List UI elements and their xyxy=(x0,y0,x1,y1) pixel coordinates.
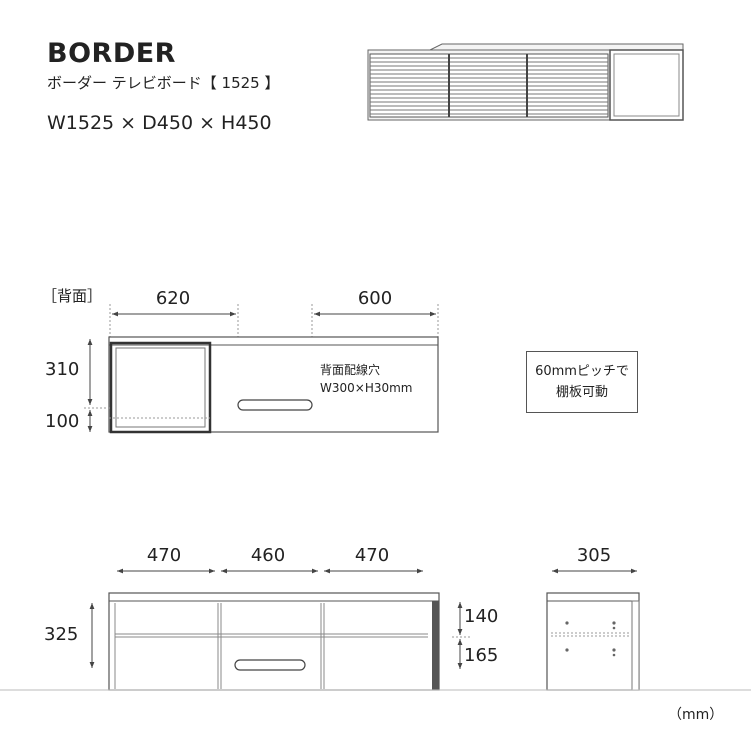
back-height-lower: 100 xyxy=(45,411,79,432)
front-width-center: 460 xyxy=(251,545,285,566)
back-width-left: 620 xyxy=(156,288,190,309)
product-illustration xyxy=(367,43,684,121)
side-view-drawing: 305 xyxy=(546,545,640,691)
front-height-lower: 165 xyxy=(464,645,498,666)
shelf-note-line1: 60mmピッチで xyxy=(535,364,629,379)
wiring-hole-size: W300×H30mm xyxy=(320,381,413,395)
front-wiring-hole xyxy=(234,659,306,671)
front-height-total: 325 xyxy=(44,624,78,645)
slatted-door-panel xyxy=(369,53,609,118)
front-height-upper: 140 xyxy=(464,606,498,627)
wiring-hole-title: 背面配線穴 xyxy=(320,362,380,377)
overall-dimensions: W1525 × D450 × H450 xyxy=(47,112,272,134)
shelf-peg-holes xyxy=(565,621,616,657)
front-view-drawing: 470 460 470 325 140 165 xyxy=(44,545,498,691)
side-depth: 305 xyxy=(577,545,611,566)
front-width-left: 470 xyxy=(147,545,181,566)
open-side-compartment xyxy=(609,49,684,121)
wiring-hole xyxy=(237,399,313,411)
back-height-upper: 310 xyxy=(45,359,79,380)
back-view-drawing: 620 600 背面配線穴 W300×H30mm 310 100 xyxy=(45,288,439,434)
back-width-right: 600 xyxy=(358,288,392,309)
unit-label: （mm） xyxy=(668,707,724,723)
shelf-note-line2: 棚板可動 xyxy=(555,385,608,400)
back-view-label: ［背面］ xyxy=(42,287,103,305)
side-panel-edge xyxy=(432,601,439,690)
front-width-right: 470 xyxy=(355,545,389,566)
product-title: BORDER xyxy=(47,38,176,69)
shelf-note-box: 60mmピッチで 棚板可動 xyxy=(526,351,638,413)
product-subtitle: ボーダー テレビボード【 1525 】 xyxy=(47,74,280,92)
